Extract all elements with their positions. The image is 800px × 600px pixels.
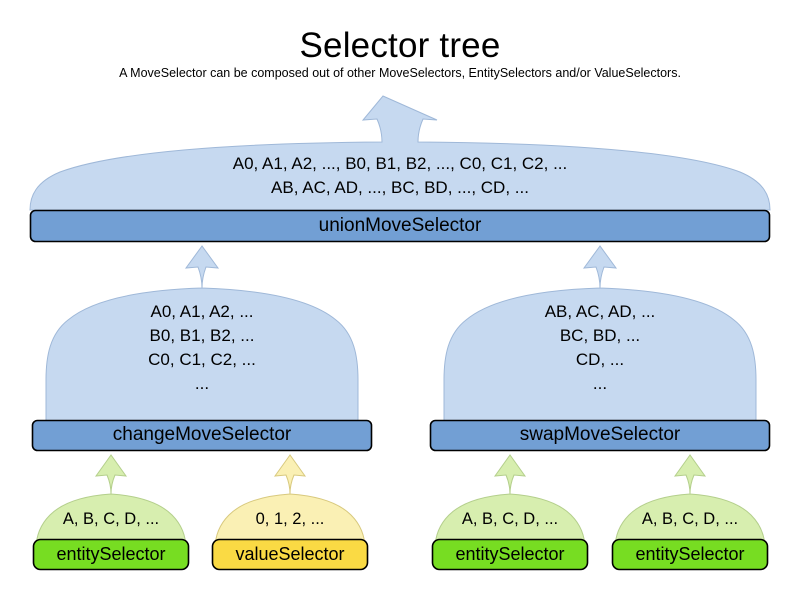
union-node-label[interactable]: unionMoveSelector — [318, 215, 482, 236]
entity-swap-right-dome — [614, 454, 766, 550]
entity-change-label[interactable]: entitySelector — [56, 544, 166, 564]
node-entity-selector-swap-left[interactable] — [431, 454, 589, 571]
swap-label-bar — [429, 419, 771, 452]
entity-swap-left-label-bar — [431, 538, 589, 571]
entity-change-dome — [35, 454, 187, 550]
entity-swap-right-label[interactable]: entitySelector — [635, 544, 745, 564]
page-subtitle: A MoveSelector can be composed out of ot… — [119, 66, 681, 80]
swap-dome — [443, 245, 757, 423]
value-change-label-bar — [211, 538, 369, 571]
node-change-move-selector[interactable] — [31, 245, 373, 452]
change-dome — [45, 245, 359, 423]
node-entity-selector-swap-right[interactable] — [611, 454, 769, 571]
entity-swap-right-label-bar — [611, 538, 769, 571]
entity-change-label-bar — [32, 538, 190, 571]
value-change-dome — [214, 454, 366, 550]
union-dome — [29, 95, 771, 211]
union-label-bar — [29, 209, 771, 243]
swap-node-label[interactable]: swapMoveSelector — [519, 424, 681, 445]
value-change-label[interactable]: valueSelector — [235, 544, 345, 564]
page-title: Selector tree — [299, 26, 501, 65]
node-entity-selector-change[interactable] — [32, 454, 190, 571]
change-label-bar — [31, 419, 373, 452]
node-swap-move-selector[interactable] — [429, 245, 771, 452]
node-value-selector-change[interactable] — [211, 454, 369, 571]
node-union-move-selector[interactable] — [29, 95, 771, 243]
entity-swap-left-dome — [434, 454, 586, 550]
change-node-label[interactable]: changeMoveSelector — [112, 424, 292, 445]
entity-swap-left-label[interactable]: entitySelector — [455, 544, 565, 564]
